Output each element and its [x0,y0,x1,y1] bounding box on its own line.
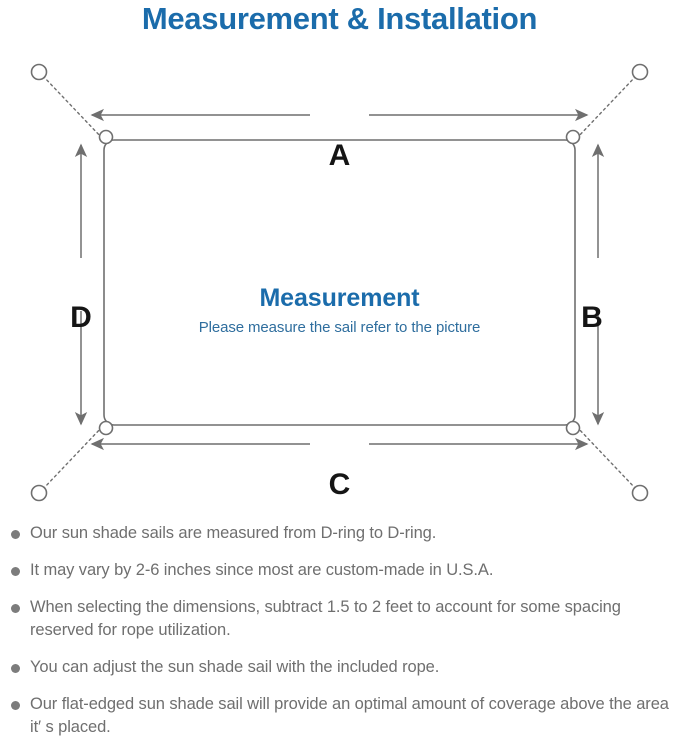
anchor-point-top-right [631,63,649,81]
measurement-heading: Measurement [259,284,420,312]
note-text: Our sun shade sails are measured from D-… [30,524,437,542]
d-ring-top-left [98,129,114,145]
note-item: You can adjust the sun shade sail with t… [0,656,679,679]
bullet-icon [11,664,20,673]
note-item: When selecting the dimensions, subtract … [0,596,679,642]
dimension-label-c: C [328,468,351,501]
anchor-point-bottom-right [631,484,649,502]
dimension-label-a: A [328,139,351,172]
anchor-point-top-left [30,63,48,81]
sail-center-labels: Measurement Please measure the sail refe… [0,283,679,337]
note-text: You can adjust the sun shade sail with t… [30,658,440,676]
measurement-diagram: A B C D Measurement Please measure the s… [0,45,679,515]
d-ring-bottom-left [98,420,114,436]
bullet-icon [11,604,20,613]
sail-body [103,139,576,426]
note-text: When selecting the dimensions, subtract … [30,598,621,639]
page-title: Measurement & Installation [141,1,538,36]
diagram-svg [30,63,649,502]
anchor-point-bottom-left [30,484,48,502]
bullet-icon [11,567,20,576]
dimension-label-d: D [70,301,92,334]
note-text: Our flat-edged sun shade sail will provi… [30,695,669,736]
dimension-label-b: B [581,301,603,334]
rope-top-left [42,75,103,139]
rope-top-right [576,75,637,139]
measurement-subtitle: Please measure the sail refer to the pic… [198,319,481,336]
note-text: It may vary by 2-6 inches since most are… [30,561,494,579]
note-item: It may vary by 2-6 inches since most are… [0,559,679,582]
d-ring-bottom-right [565,420,581,436]
notes-list: Our sun shade sails are measured from D-… [0,522,679,739]
bullet-icon [11,701,20,710]
note-item: Our flat-edged sun shade sail will provi… [0,693,679,739]
note-item: Our sun shade sails are measured from D-… [0,522,679,545]
d-ring-top-right [565,129,581,145]
bullet-icon [11,530,20,539]
